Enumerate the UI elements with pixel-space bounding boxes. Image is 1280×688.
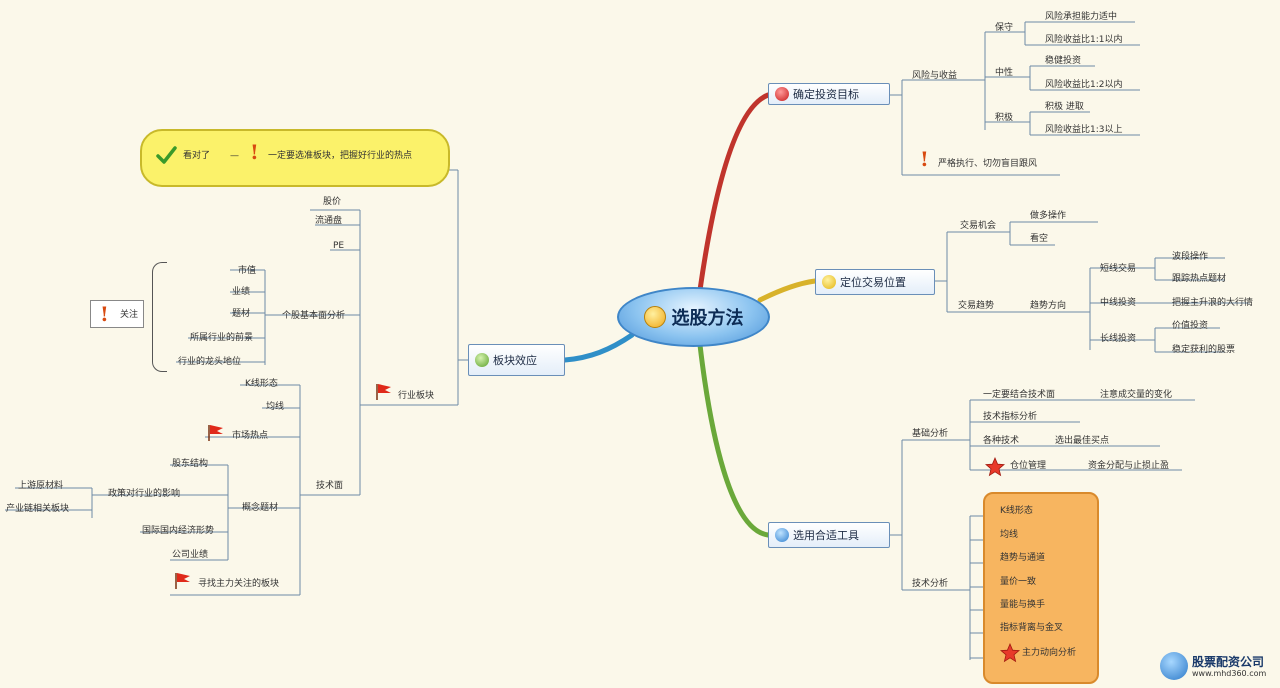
label-o6: 指标背离与金叉 — [1000, 623, 1064, 633]
label-l2: 流通盘 — [315, 216, 343, 226]
label-t4b: 资金分配与止损止盈 — [1088, 461, 1170, 471]
grouping-bracket — [152, 262, 167, 372]
star-icon — [985, 457, 1005, 477]
label-o3: 趋势与通道 — [1000, 553, 1046, 563]
branch-curve-top — [697, 92, 771, 293]
label-c3: 国际国内经济形势 — [142, 526, 215, 536]
label-t3b: 选出最佳买点 — [1055, 436, 1110, 446]
priority-red-icon — [775, 87, 789, 101]
label-dk: 做多操作 — [1030, 211, 1067, 221]
label-tech: 技术分析 — [912, 579, 949, 589]
label-m2: 风险收益比1:2以内 — [1045, 80, 1123, 90]
priority-blue-icon — [775, 528, 789, 542]
watermark: 股票配资公司 www.mhd360.com — [1160, 652, 1266, 680]
label-sd: 短线交易 — [1100, 264, 1137, 274]
label-l3: PE — [333, 241, 345, 251]
label-sd2: 跟踪热点题材 — [1172, 274, 1227, 284]
central-topic-label: 选股方法 — [671, 308, 744, 329]
label-tc: 趋势方向 — [1030, 301, 1067, 311]
label-cloud-text: 一定要选准板块，把握好行业的热点 — [268, 151, 413, 161]
label-c4: 公司业绩 — [172, 550, 209, 560]
warning-exclamation-icon: ! — [100, 302, 109, 326]
label-cloud-check: 看对了 — [183, 151, 211, 161]
label-attention: 关注 — [120, 310, 139, 320]
branch-node-sector-effect[interactable]: 板块效应 — [468, 344, 565, 376]
label-tech-analysis: 技术面 — [316, 481, 344, 491]
label-ta2: 均线 — [266, 402, 285, 412]
label-far2: 产业链相关板块 — [6, 504, 70, 514]
label-trade-opp: 交易机会 — [960, 221, 997, 231]
label-o5: 量能与换手 — [1000, 600, 1046, 610]
warning-exclamation-icon: ! — [250, 140, 259, 164]
label-ra1: 风险承担能力适中 — [1045, 12, 1118, 22]
priority-green-icon — [475, 353, 489, 367]
label-size-note: 个股基本面分析 — [282, 311, 346, 321]
central-topic-node[interactable]: 选股方法 — [617, 287, 770, 347]
label-basic: 基础分析 — [912, 429, 949, 439]
label-risk-reward: 风险与收益 — [912, 71, 958, 81]
label-m1: 稳健投资 — [1045, 56, 1082, 66]
label-sd1: 波段操作 — [1172, 252, 1209, 262]
label-conservative: 保守 — [995, 23, 1014, 33]
callout-box — [90, 300, 144, 328]
branch-curve-bottom — [697, 342, 771, 538]
red-flag-icon — [175, 573, 190, 589]
label-s3: 题材 — [232, 309, 251, 319]
watermark-url: www.mhd360.com — [1192, 668, 1267, 678]
label-o2: 均线 — [1000, 530, 1019, 540]
watermark-text: 股票配资公司 — [1192, 654, 1265, 669]
label-o7: 主力动向分析 — [1022, 648, 1077, 658]
label-ta3: 市场热点 — [232, 431, 269, 441]
label-s5: 行业的龙头地位 — [178, 357, 242, 367]
label-ld1: 价值投资 — [1172, 321, 1209, 331]
label-t1: 一定要结合技术面 — [983, 390, 1056, 400]
label-o4: 量价一致 — [1000, 577, 1037, 587]
red-flag-icon — [208, 425, 223, 441]
label-t3: 各种技术 — [983, 436, 1020, 446]
branch-curve-middle — [757, 278, 818, 303]
warning-exclamation-icon: ! — [920, 147, 929, 171]
star-icon — [1000, 643, 1020, 663]
label-far1: 上游原材料 — [18, 481, 64, 491]
label-industry-sector: 行业板块 — [398, 391, 435, 401]
label-concept: 概念题材 — [242, 503, 279, 513]
label-moderate: 中性 — [995, 68, 1014, 78]
label-s2: 业绩 — [232, 287, 251, 297]
label-t2: 技术指标分析 — [983, 412, 1038, 422]
label-t4: 仓位管理 — [1010, 461, 1047, 471]
label-c5: 寻找主力关注的板块 — [198, 579, 280, 589]
label-ld2: 稳定获利的股票 — [1172, 345, 1236, 355]
label-ta1: K线形态 — [245, 379, 278, 389]
red-flag-icon — [376, 384, 391, 400]
smiley-yellow-icon — [822, 275, 836, 289]
label-c1: 股东结构 — [172, 459, 209, 469]
checkmark-icon — [156, 146, 177, 164]
label-c2: 政策对行业的影响 — [108, 489, 181, 499]
label-t1b: 注意成交量的变化 — [1100, 390, 1173, 400]
label-ra2: 风险收益比1:1以内 — [1045, 35, 1123, 45]
label-trade-trend: 交易趋势 — [958, 301, 995, 311]
label-s4: 所属行业的前景 — [190, 333, 254, 343]
label-l1: 股价 — [323, 197, 342, 207]
label-b1: 积极 进取 — [1045, 102, 1084, 112]
label-s1: 市值 — [238, 266, 257, 276]
branch-node-tools[interactable]: 选用合适工具 — [768, 522, 890, 548]
branch-node-trade-position[interactable]: 定位交易位置 — [815, 269, 935, 295]
branch-curve-left — [562, 332, 635, 363]
highlight-cloud-yellow — [140, 129, 450, 187]
label-b2: 风险收益比1:3以上 — [1045, 125, 1123, 135]
smiley-icon — [643, 306, 666, 328]
label-ld: 长线投资 — [1100, 334, 1137, 344]
label-warning: 严格执行、切勿盲目跟风 — [938, 159, 1038, 169]
separator-dash: — — [230, 151, 239, 161]
watermark-logo-icon — [1160, 652, 1188, 680]
label-md: 中线投资 — [1100, 298, 1137, 308]
label-md2: 把握主升浪的大行情 — [1172, 298, 1254, 308]
label-aggressive: 积极 — [995, 113, 1014, 123]
label-o1: K线形态 — [1000, 506, 1033, 516]
label-kd: 看空 — [1030, 234, 1049, 244]
branch-node-investment-goal[interactable]: 确定投资目标 — [768, 83, 890, 105]
